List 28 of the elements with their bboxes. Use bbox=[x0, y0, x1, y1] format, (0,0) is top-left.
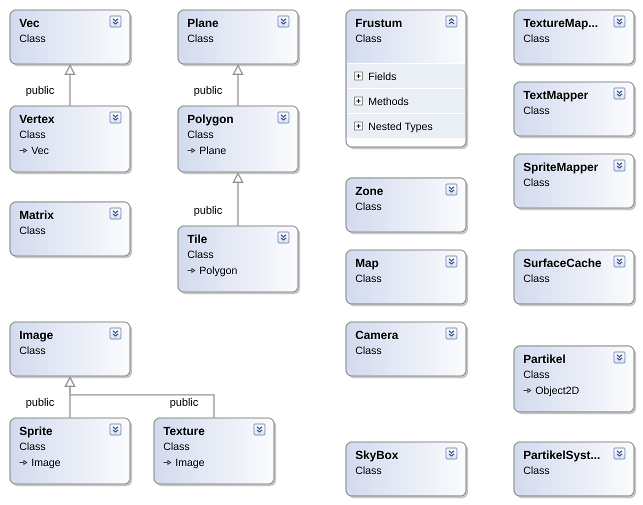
node-label: Methods bbox=[369, 97, 408, 106]
compartment-row: Methods bbox=[346, 88, 466, 113]
class-box: Polygon Class Plane bbox=[177, 105, 300, 174]
class-box: Partikel Class Object2D bbox=[513, 345, 636, 414]
class-box: Image Class bbox=[9, 321, 132, 378]
class-box: PartikelSyst... Class bbox=[513, 441, 636, 498]
edge-label: public bbox=[168, 396, 200, 410]
compartment-row: Fields bbox=[346, 63, 466, 88]
edge-label: public bbox=[192, 204, 224, 218]
class-box: Tile Class Polygon bbox=[177, 225, 300, 294]
class-box: Matrix Class bbox=[9, 201, 132, 258]
class-box: SurfaceCache Class bbox=[513, 249, 636, 306]
edge-label: public bbox=[192, 84, 224, 98]
class-box: TextMapper Class bbox=[513, 81, 636, 138]
class-box: Sprite Class Image bbox=[9, 417, 132, 486]
class-box: Vertex Class Vec bbox=[9, 105, 132, 174]
class-box: Texture Class Image bbox=[153, 417, 276, 486]
class-box: Map Class bbox=[345, 249, 468, 306]
node-label: Fields bbox=[369, 72, 396, 80]
class-box: Vec Class bbox=[9, 9, 132, 66]
edge-label: public bbox=[24, 84, 56, 98]
class-box: SpriteMapper Class bbox=[513, 153, 636, 210]
edge-label: public bbox=[24, 396, 56, 410]
class-box: TextureMap... Class bbox=[513, 9, 636, 66]
class-box: Plane Class bbox=[177, 9, 300, 66]
class-box: Camera Class bbox=[345, 321, 468, 378]
class-box: SkyBox Class bbox=[345, 441, 468, 498]
class-box: Zone Class bbox=[345, 177, 468, 234]
